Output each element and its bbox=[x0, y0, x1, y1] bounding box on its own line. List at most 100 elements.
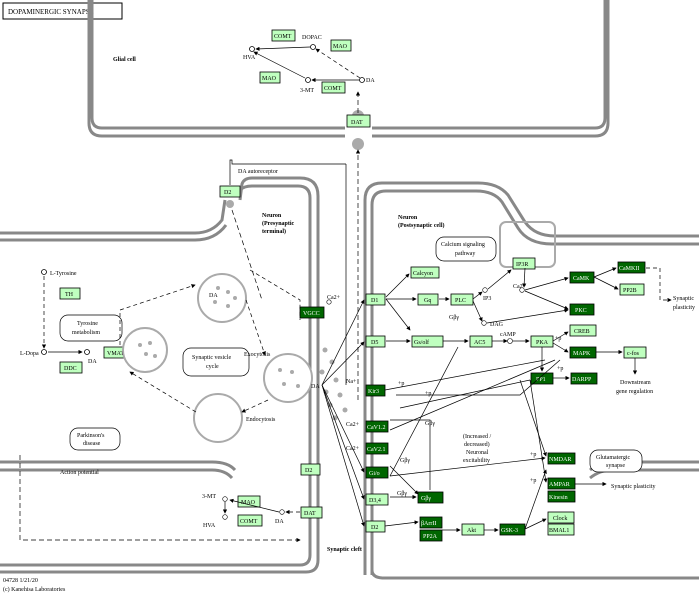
gene-creb[interactable] bbox=[569, 324, 597, 337]
gene-mao-glial-1[interactable] bbox=[330, 39, 352, 52]
gene-dat-top[interactable] bbox=[346, 114, 371, 128]
gene-vgcc[interactable] bbox=[299, 306, 325, 319]
gene-bmal1[interactable] bbox=[547, 523, 575, 536]
gene-kinesin[interactable] bbox=[547, 490, 576, 503]
gene-ac5[interactable] bbox=[469, 335, 493, 348]
gene-cav12[interactable] bbox=[365, 420, 389, 433]
gene-gbg-label-4: Gβγ bbox=[400, 458, 410, 464]
gene-gq[interactable] bbox=[417, 293, 439, 306]
gene-calcyon[interactable] bbox=[410, 266, 440, 279]
gene-ppp2b[interactable] bbox=[619, 283, 645, 296]
phospho-label-2: +p bbox=[425, 391, 431, 397]
gene-bmal1-label: BMAL1 bbox=[549, 528, 569, 534]
map-calcium-signaling[interactable] bbox=[435, 236, 497, 262]
tyrosine-metabolism-label-1: Tyrosine bbox=[77, 321, 98, 327]
gene-clock[interactable] bbox=[547, 511, 575, 524]
post-edges bbox=[384, 267, 672, 533]
gene-ddc[interactable] bbox=[59, 361, 83, 374]
compound-da-glial[interactable] bbox=[359, 77, 365, 83]
compound-dopac[interactable] bbox=[310, 44, 316, 50]
excitability-label-4: excitability bbox=[463, 458, 490, 464]
gene-comt-glial-2-label: COMT bbox=[324, 86, 342, 92]
phospho-label-4: +p bbox=[530, 478, 536, 484]
gene-calcyon-label: Calcyon bbox=[413, 271, 433, 277]
svc-label-1: Synaptic vesicle bbox=[192, 355, 231, 361]
compound-da-cytosol[interactable] bbox=[84, 349, 90, 355]
gene-barrii[interactable] bbox=[419, 516, 443, 529]
map-glutamatergic-synapse[interactable] bbox=[589, 449, 643, 473]
map-parkinsons-disease[interactable] bbox=[69, 427, 121, 451]
gene-mao-glial-1-label: MAO bbox=[333, 44, 348, 50]
gene-plc[interactable] bbox=[450, 293, 474, 306]
gene-ip3r[interactable] bbox=[512, 257, 536, 270]
compound-ip3[interactable] bbox=[482, 287, 488, 293]
gene-gq-label: Gq bbox=[424, 298, 431, 304]
autoreceptor-label: DA autoreceptor bbox=[238, 169, 278, 175]
compound-hva[interactable] bbox=[249, 46, 255, 52]
gene-camkii[interactable] bbox=[617, 261, 646, 274]
compound-l-tyrosine[interactable] bbox=[41, 269, 47, 275]
gene-kir3-label: Kir3 bbox=[368, 389, 379, 395]
gene-pp2a[interactable] bbox=[419, 529, 443, 542]
gene-d1[interactable] bbox=[365, 293, 386, 306]
compound-da-cleft-label: DA bbox=[311, 384, 320, 390]
gene-gbg-label-1: Gβγ bbox=[397, 491, 407, 497]
gene-gbg-node[interactable] bbox=[417, 491, 444, 504]
map-synaptic-vesicle-cycle[interactable] bbox=[182, 347, 250, 377]
gene-gsk3[interactable] bbox=[499, 523, 526, 536]
gene-ampar[interactable] bbox=[547, 477, 576, 490]
gene-pp1[interactable] bbox=[530, 372, 554, 385]
gene-comt-glial-2[interactable] bbox=[321, 81, 346, 94]
gene-d1-label: D1 bbox=[371, 298, 378, 304]
gene-d2-post[interactable] bbox=[365, 520, 386, 533]
gene-camk[interactable] bbox=[569, 271, 595, 284]
gene-d34[interactable] bbox=[365, 493, 389, 506]
gene-akt[interactable] bbox=[461, 523, 485, 536]
gene-ip3r-label: IP3R bbox=[516, 262, 528, 268]
presynaptic-label-2: (Presynaptic bbox=[262, 220, 295, 227]
gene-comt-presynaptic[interactable] bbox=[237, 514, 263, 527]
compound-ca-post[interactable] bbox=[519, 287, 525, 293]
vesicle-fusing bbox=[263, 353, 313, 403]
gene-ppp2b-label: PP2B bbox=[623, 288, 637, 294]
gene-mao-presynaptic[interactable] bbox=[237, 495, 261, 508]
gene-mapk[interactable] bbox=[569, 346, 597, 359]
gene-golf[interactable] bbox=[411, 335, 444, 348]
compound-ca-1[interactable] bbox=[326, 299, 332, 305]
vesicle-loading bbox=[122, 327, 168, 373]
gene-pkc[interactable] bbox=[569, 303, 595, 316]
gene-kir3[interactable] bbox=[365, 384, 386, 397]
gene-akt-label: Akt bbox=[467, 528, 476, 534]
gene-gnai[interactable] bbox=[365, 466, 389, 479]
gene-dat-presynaptic[interactable] bbox=[300, 506, 323, 519]
gene-cav21-label: CaV2.1 bbox=[367, 447, 386, 453]
gene-vmat-label: VMAT bbox=[107, 351, 124, 357]
compound-l-dopa[interactable] bbox=[41, 349, 47, 355]
compound-dag[interactable] bbox=[481, 320, 487, 326]
gene-comt-glial[interactable] bbox=[271, 29, 296, 42]
gene-mao-glial-2[interactable] bbox=[259, 71, 281, 84]
compound-3mt[interactable] bbox=[305, 77, 311, 83]
gene-th[interactable] bbox=[59, 287, 81, 300]
gene-ampar-label: AMPAR bbox=[549, 482, 570, 488]
gene-cav21[interactable] bbox=[365, 442, 389, 455]
gene-d2-presynaptic[interactable] bbox=[300, 463, 321, 476]
phospho-label-5: +p bbox=[557, 366, 563, 372]
vesicle-empty bbox=[193, 393, 243, 443]
compound-3mt-pre[interactable] bbox=[222, 496, 228, 502]
gene-nmdar[interactable] bbox=[547, 452, 576, 465]
gene-darpp[interactable] bbox=[570, 372, 598, 385]
compound-camp[interactable] bbox=[507, 338, 513, 344]
compound-da-pre2[interactable] bbox=[279, 509, 285, 515]
map-tyrosine-metabolism[interactable] bbox=[59, 314, 123, 342]
presynaptic-label-1: Neuron bbox=[262, 213, 282, 219]
compound-hva-pre[interactable] bbox=[222, 514, 228, 520]
compound-dag-label: DAG bbox=[490, 322, 504, 328]
svc-label-2: cycle bbox=[206, 364, 219, 370]
compound-3mt-label: 3-MT bbox=[300, 88, 314, 94]
compound-3mt-pre-label: 3-MT bbox=[202, 494, 216, 500]
gene-darpp-label: DARPP bbox=[572, 377, 592, 383]
gene-d2-autoreceptor[interactable] bbox=[219, 185, 241, 198]
gene-d5[interactable] bbox=[365, 335, 386, 348]
gene-cav12-label: CaV1.2 bbox=[367, 425, 386, 431]
